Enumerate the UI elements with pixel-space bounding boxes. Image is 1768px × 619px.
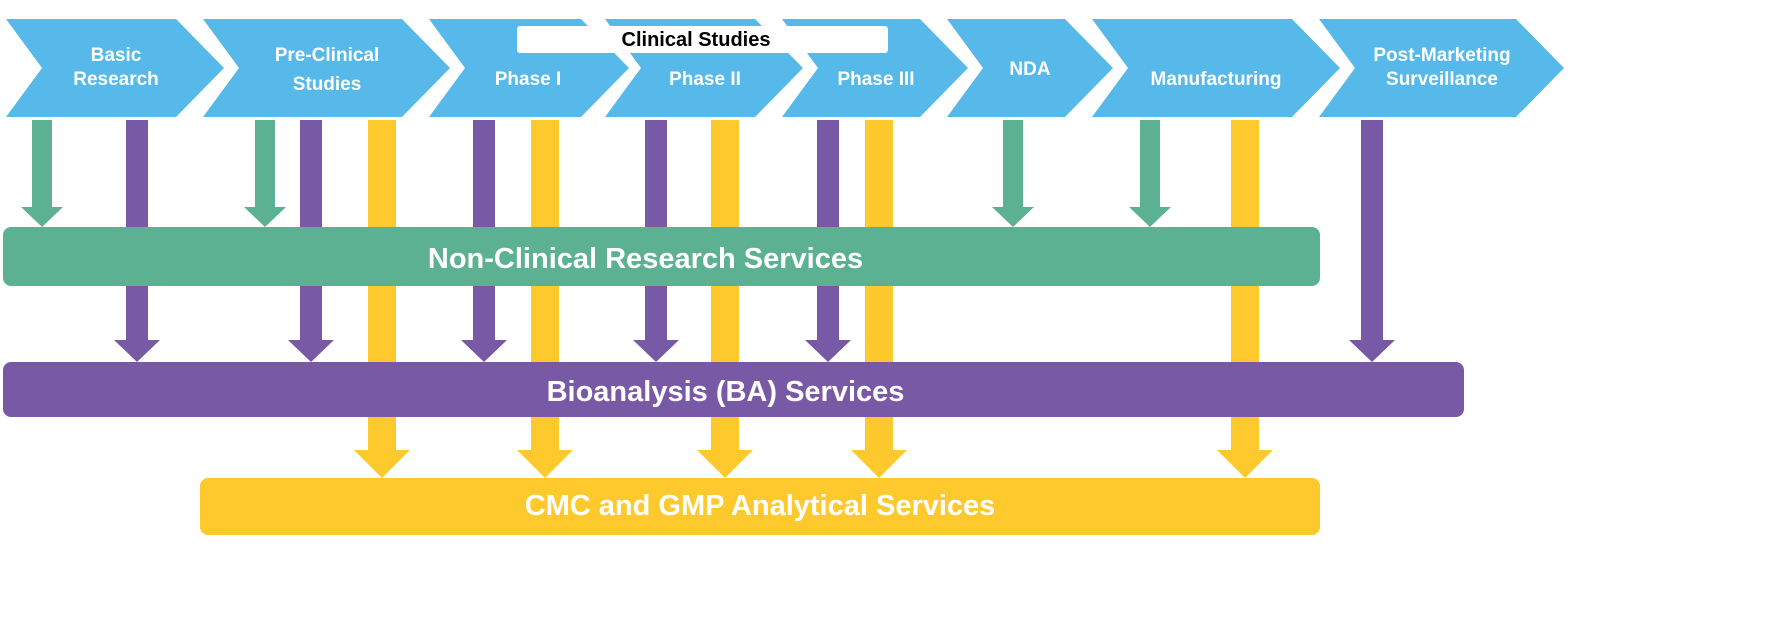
stage-label: Basic [91, 45, 142, 66]
arrow-post-marketing-surveillance-to-bioanalysis [1349, 120, 1395, 362]
stage-label: Post-Marketing [1373, 45, 1510, 66]
stage-chevron-shape [947, 19, 1113, 117]
clinical-studies-header: Clinical Studies [517, 26, 888, 53]
stage-label: Phase III [837, 69, 914, 90]
service-arrows [21, 120, 1395, 478]
stage-label: Studies [293, 74, 362, 95]
bioanalysis-bar [3, 362, 1464, 417]
arrow-phase-i-to-cmc [517, 120, 573, 478]
arrow-manufacturing-to-nonclinical [1129, 120, 1171, 227]
clinical-studies-label: Clinical Studies [622, 29, 771, 51]
stage-label: Phase I [495, 69, 562, 90]
arrow-phase-ii-to-cmc [697, 120, 753, 478]
arrow-pre-clinical-studies-to-cmc [354, 120, 410, 478]
stage-label: Manufacturing [1151, 69, 1282, 90]
stage-chevron-shape [1319, 19, 1564, 117]
arrow-manufacturing-to-cmc [1217, 120, 1273, 478]
stage-chevron-shape [6, 19, 224, 117]
nonclinical-bar [3, 227, 1320, 286]
stage-label: Pre-Clinical [275, 45, 380, 66]
stage-label: NDA [1009, 59, 1050, 80]
nonclinical-label: Non-Clinical Research Services [428, 243, 863, 275]
stage-label: Research [73, 69, 159, 90]
arrow-basic-research-to-nonclinical [21, 120, 63, 227]
clinical-studies-box [517, 26, 888, 53]
service-cmc: CMC and GMP Analytical Services [200, 478, 1320, 535]
cmc-bar [200, 478, 1320, 535]
stage-chevron-shape [1092, 19, 1340, 117]
service-bars: Non-Clinical Research ServicesBioanalysi… [3, 227, 1464, 535]
arrow-nda-to-nonclinical [992, 120, 1034, 227]
cmc-label: CMC and GMP Analytical Services [525, 490, 996, 522]
arrow-pre-clinical-studies-to-nonclinical [244, 120, 286, 227]
stage-label: Phase II [669, 69, 741, 90]
service-nonclinical: Non-Clinical Research Services [3, 227, 1320, 286]
stage-manufacturing: Manufacturing [1092, 19, 1340, 117]
stage-label: Surveillance [1386, 69, 1498, 90]
stage-chevron-shape [203, 19, 450, 117]
bioanalysis-label: Bioanalysis (BA) Services [547, 376, 905, 408]
service-bioanalysis: Bioanalysis (BA) Services [3, 362, 1464, 417]
stage-nda: NDA [947, 19, 1113, 117]
arrow-phase-iii-to-cmc [851, 120, 907, 478]
